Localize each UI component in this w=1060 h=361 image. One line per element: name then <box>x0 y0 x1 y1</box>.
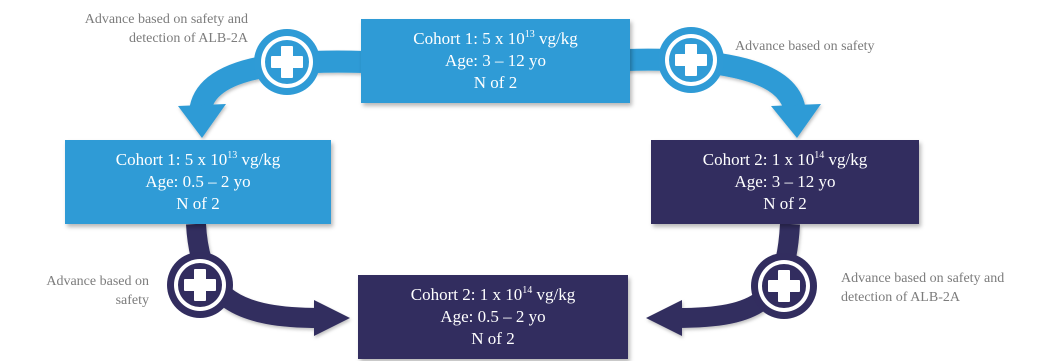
cohort-age: Age: 3 – 12 yo <box>734 172 836 191</box>
cohort-n: N of 2 <box>176 194 220 213</box>
plus-icon <box>751 253 817 319</box>
cohort2-older-box: Cohort 2: 1 x 1014 vg/kg Age: 3 – 12 yo … <box>651 140 919 224</box>
cohort-n: N of 2 <box>473 73 518 92</box>
arrow-top-right <box>624 48 821 138</box>
cohort-age: Age: 0.5 – 2 yo <box>440 307 546 326</box>
plus-icon <box>658 27 724 93</box>
cohort-dose: Cohort 1: 5 x 1013 vg/kg <box>413 29 578 48</box>
cohort-age: Age: 3 – 12 yo <box>444 51 547 70</box>
cohort-age: Age: 0.5 – 2 yo <box>145 172 251 191</box>
cohort-dose: Cohort 2: 1 x 1014 vg/kg <box>410 285 576 304</box>
cohort-dose: Cohort 2: 1 x 1014 vg/kg <box>702 150 868 169</box>
cohort-dose: Cohort 1: 5 x 1013 vg/kg <box>115 150 281 169</box>
cohort2-younger-box: Cohort 2: 1 x 1014 vg/kg Age: 0.5 – 2 yo… <box>358 275 628 359</box>
plus-icon <box>167 252 233 318</box>
advance-label-bottom-left: Advance based on safety <box>46 274 149 308</box>
advance-label-bottom-right: Advance based on safety and detection of… <box>841 271 1005 305</box>
advance-label-top-left: Advance based on safety and detection of… <box>84 12 248 46</box>
cohort1-older-box: Cohort 1: 5 x 1013 vg/kg Age: 3 – 12 yo … <box>361 19 630 103</box>
cohort1-younger-box: Cohort 1: 5 x 1013 vg/kg Age: 0.5 – 2 yo… <box>65 140 331 224</box>
cohort-n: N of 2 <box>763 194 807 213</box>
plus-icon <box>254 29 320 95</box>
advance-label-top-right: Advance based on safety <box>735 39 875 54</box>
cohort-n: N of 2 <box>471 329 515 348</box>
